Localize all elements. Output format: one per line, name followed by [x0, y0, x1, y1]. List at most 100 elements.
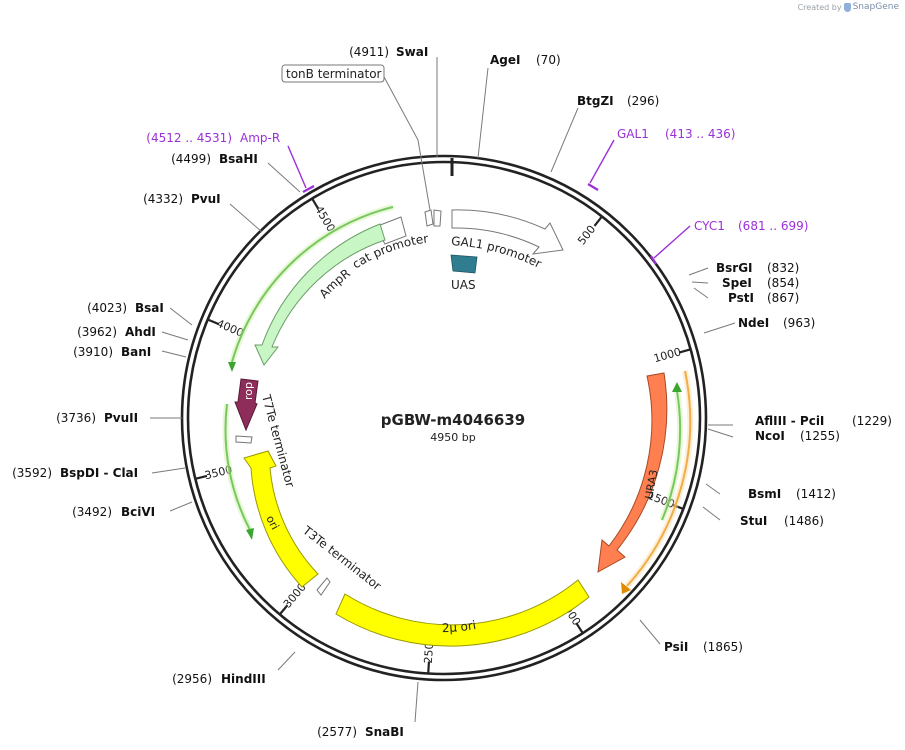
leader-bsrgi [688, 267, 709, 276]
svg-text:NcoI: NcoI [755, 429, 785, 443]
site-agei: AgeI (70) [490, 53, 561, 67]
svg-text:(3962): (3962) [77, 325, 117, 339]
leader-bani [161, 350, 187, 358]
svg-text:StuI: StuI [740, 514, 767, 528]
svg-text:PvuII: PvuII [104, 411, 138, 425]
credit-brand: SnapGene [852, 2, 899, 12]
svg-text:(1865): (1865) [703, 640, 743, 654]
site-bsahi: (4499) BsaHI [171, 152, 258, 166]
leader-bcivi [169, 501, 193, 512]
gal1-promoter-arrow [451, 209, 564, 255]
site-pvuii: (3736) PvuII [56, 411, 138, 425]
site-spei: SpeI (854) [722, 276, 799, 290]
rop-arrow [234, 378, 259, 432]
leader-pvui [229, 203, 263, 233]
site-swai: (4911) SwaI [349, 45, 428, 59]
svg-text:SwaI: SwaI [396, 45, 428, 59]
svg-text:Amp-R: Amp-R [240, 131, 280, 145]
svg-text:BciVI: BciVI [121, 505, 155, 519]
tick-mark [195, 474, 208, 480]
credit-prefix: Created by [797, 2, 842, 12]
svg-text:PvuI: PvuI [191, 192, 221, 206]
svg-text:BspDI - ClaI: BspDI - ClaI [60, 466, 138, 480]
ori-arrow [243, 450, 319, 588]
svg-text:(854): (854) [767, 276, 799, 290]
leader-psti [693, 287, 709, 299]
svg-text:HindIII: HindIII [221, 672, 266, 686]
rop-orf-arrowhead [246, 528, 254, 540]
svg-text:AflIII - PciI: AflIII - PciI [755, 414, 824, 428]
t7te-terminator-box [235, 435, 253, 444]
svg-text:CYC1: CYC1 [694, 219, 725, 233]
svg-text:(3736): (3736) [56, 411, 96, 425]
svg-text:BtgZI: BtgZI [577, 94, 614, 108]
leader-hindiii [277, 651, 296, 671]
tick-mark [311, 198, 320, 210]
leader-tonb [382, 74, 431, 211]
svg-text:SpeI: SpeI [722, 276, 752, 290]
tonb-terminator-box-2 [433, 209, 442, 227]
site-labels: (4911) SwaI AgeI (70) BtgZI (296) BsrGI … [12, 45, 892, 739]
site-afliii-pcii: AflIII - PciI (1229) [755, 414, 892, 428]
svg-text:(832): (832) [767, 261, 799, 275]
svg-text:BsaI: BsaI [135, 301, 164, 315]
svg-text:(4911): (4911) [349, 45, 389, 59]
tonb-terminator-label: tonB terminator [286, 67, 382, 81]
two-mu-ori-label: 2μ ori [442, 618, 477, 635]
ura3-orf-arrowhead-green [672, 382, 682, 392]
ampr-orf-arrowhead [228, 362, 236, 372]
svg-text:SnaBI: SnaBI [365, 725, 404, 739]
svg-text:BsaHI: BsaHI [219, 152, 258, 166]
backbone-inner [186, 160, 702, 676]
svg-text:(1412): (1412) [796, 487, 836, 501]
svg-text:(1229): (1229) [852, 414, 892, 428]
site-hindiii: (2956) HindIII [172, 672, 266, 686]
site-bcivi: (3492) BciVI [72, 505, 155, 519]
svg-text:AhdI: AhdI [125, 325, 156, 339]
svg-text:(963): (963) [783, 316, 815, 330]
primer-marks [287, 139, 691, 265]
leader-ncoi [707, 428, 734, 438]
svg-text:(4023): (4023) [87, 301, 127, 315]
ura3-arrow [597, 372, 668, 573]
primer-cyc1-mark [650, 255, 657, 265]
svg-text:(3910): (3910) [73, 345, 113, 359]
site-bspdi-clai: (3592) BspDI - ClaI [12, 466, 138, 480]
svg-text:(4512 .. 4531): (4512 .. 4531) [146, 131, 232, 145]
site-btgzi: BtgZI (296) [577, 94, 659, 108]
svg-text:(4332): (4332) [143, 192, 183, 206]
site-bsrgi: BsrGI (832) [716, 261, 799, 275]
primer-gal1-leader [589, 139, 615, 184]
svg-text:BsmI: BsmI [748, 487, 781, 501]
svg-text:(413 .. 436): (413 .. 436) [665, 127, 735, 141]
t3te-terminator-box [316, 577, 331, 596]
leader-bspdi [151, 467, 186, 474]
tick-mark [671, 503, 684, 510]
tick-mark [278, 604, 289, 616]
leader-agei [477, 67, 489, 159]
svg-text:BanI: BanI [121, 345, 151, 359]
ampr-arrow [254, 223, 386, 366]
svg-text:(1486): (1486) [784, 514, 824, 528]
tick-label: 1000 [652, 345, 682, 365]
feature-labels: tonB terminator GAL1 promoter UAS cat pr… [242, 64, 661, 635]
rop-label: rop [242, 382, 255, 400]
tick-mark [427, 661, 431, 674]
tick-mark [575, 622, 584, 634]
primer-gal1: GAL1 (413 .. 436) [617, 127, 735, 141]
leader-bsai [169, 307, 193, 326]
site-ndei: NdeI (963) [738, 316, 815, 330]
primer-labels: GAL1 (413 .. 436) CYC1 (681 .. 699) (451… [146, 127, 808, 233]
leader-ndei [703, 322, 736, 334]
tonb-terminator-box [424, 209, 434, 227]
svg-text:(3492): (3492) [72, 505, 112, 519]
ampr-orf-line [231, 206, 394, 363]
leader-stui [702, 506, 721, 521]
features [222, 204, 694, 647]
svg-text:NdeI: NdeI [738, 316, 769, 330]
site-ncoi: NcoI (1255) [755, 429, 840, 443]
plasmid-name: pGBW-m4046639 [381, 411, 525, 429]
leader-snabi [414, 681, 419, 723]
two-mu-ori-band [335, 579, 590, 647]
